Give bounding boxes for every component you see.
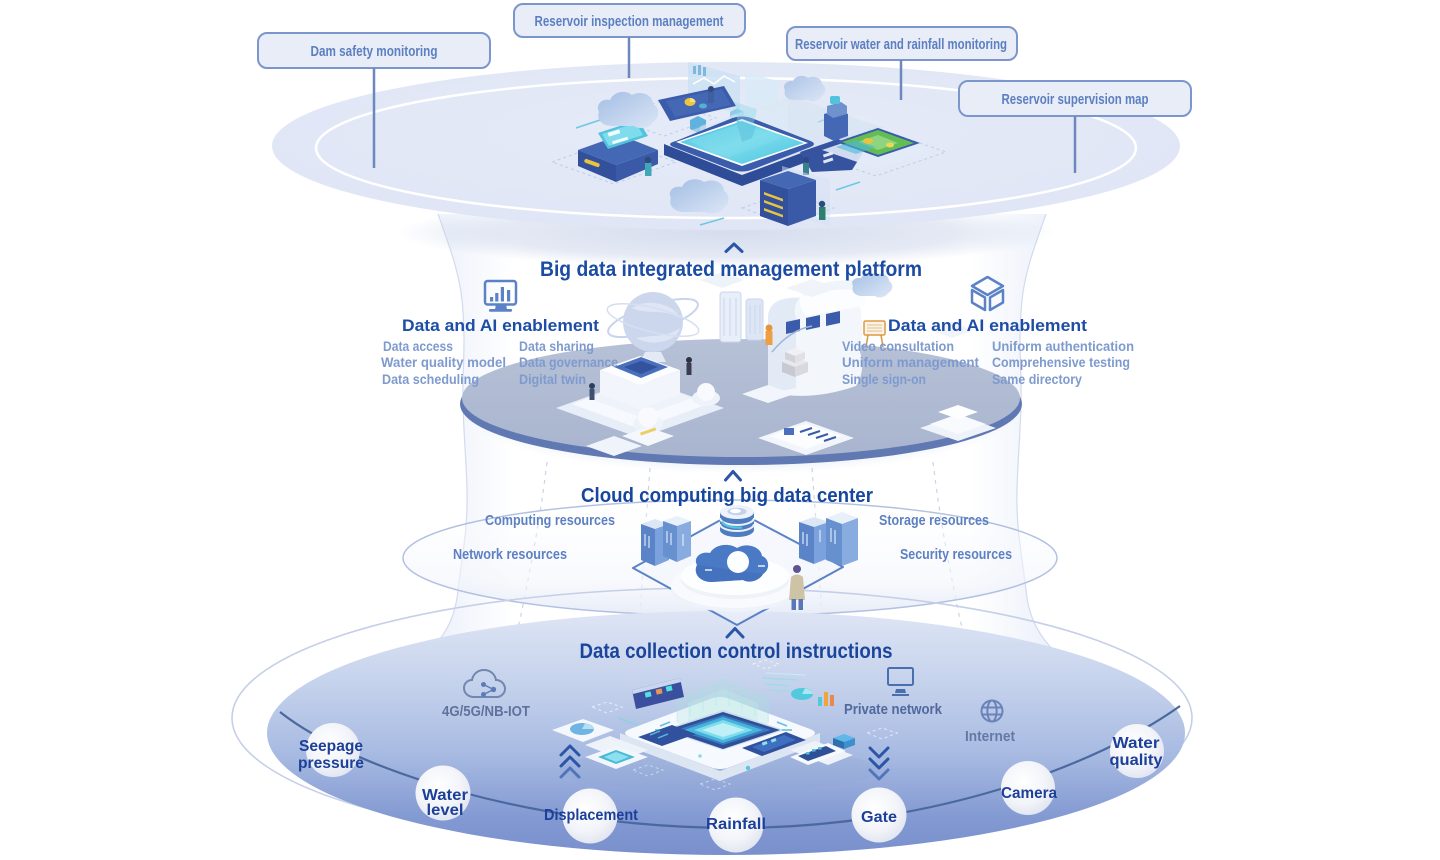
svg-text:Storage resources: Storage resources — [879, 512, 989, 529]
svg-text:Cloud computing big data cente: Cloud computing big data center — [581, 485, 873, 507]
svg-text:Comprehensive testing: Comprehensive testing — [992, 354, 1130, 370]
svg-text:Internet: Internet — [965, 729, 1015, 745]
svg-text:Data and AI enablement: Data and AI enablement — [888, 316, 1087, 335]
svg-text:Data access: Data access — [383, 338, 453, 354]
svg-text:Reservoir inspection managemen: Reservoir inspection management — [535, 13, 724, 30]
svg-text:Water: Water — [422, 787, 468, 804]
svg-text:Single sign-on: Single sign-on — [842, 371, 926, 387]
svg-text:Dam safety monitoring: Dam safety monitoring — [311, 43, 438, 60]
svg-text:Displacement: Displacement — [544, 807, 639, 824]
svg-text:Data sharing: Data sharing — [519, 338, 594, 354]
svg-text:Private network: Private network — [844, 702, 943, 718]
svg-text:Reservoir water and rainfall m: Reservoir water and rainfall monitoring — [795, 36, 1007, 53]
svg-text:Reservoir supervision map: Reservoir supervision map — [1002, 91, 1149, 108]
svg-text:Camera: Camera — [1001, 785, 1057, 802]
svg-text:4G/5G/NB-IOT: 4G/5G/NB-IOT — [442, 704, 530, 720]
svg-text:Video consultation: Video consultation — [842, 338, 954, 354]
svg-text:Same directory: Same directory — [992, 371, 1082, 387]
svg-text:Seepage: Seepage — [299, 738, 363, 755]
svg-text:Water quality model: Water quality model — [381, 354, 506, 370]
svg-text:Water: Water — [1113, 735, 1160, 752]
svg-text:Digital twin: Digital twin — [519, 371, 586, 387]
svg-text:quality: quality — [1110, 752, 1163, 769]
svg-text:level: level — [427, 802, 464, 819]
svg-text:Data and AI enablement: Data and AI enablement — [402, 316, 599, 335]
svg-text:Computing resources: Computing resources — [485, 512, 615, 529]
svg-text:Security resources: Security resources — [900, 546, 1012, 563]
svg-text:Network resources: Network resources — [453, 546, 567, 563]
svg-text:Big data integrated management: Big data integrated management platform — [540, 258, 922, 281]
svg-text:Gate: Gate — [861, 809, 897, 826]
svg-text:pressure: pressure — [298, 755, 364, 772]
svg-text:Uniform authentication: Uniform authentication — [992, 338, 1134, 354]
svg-text:Data governance: Data governance — [519, 354, 618, 370]
svg-text:Uniform management: Uniform management — [842, 354, 979, 370]
svg-text:Rainfall: Rainfall — [706, 816, 766, 833]
svg-text:Data scheduling: Data scheduling — [382, 371, 479, 387]
svg-text:Data collection control instru: Data collection control instructions — [580, 640, 893, 663]
